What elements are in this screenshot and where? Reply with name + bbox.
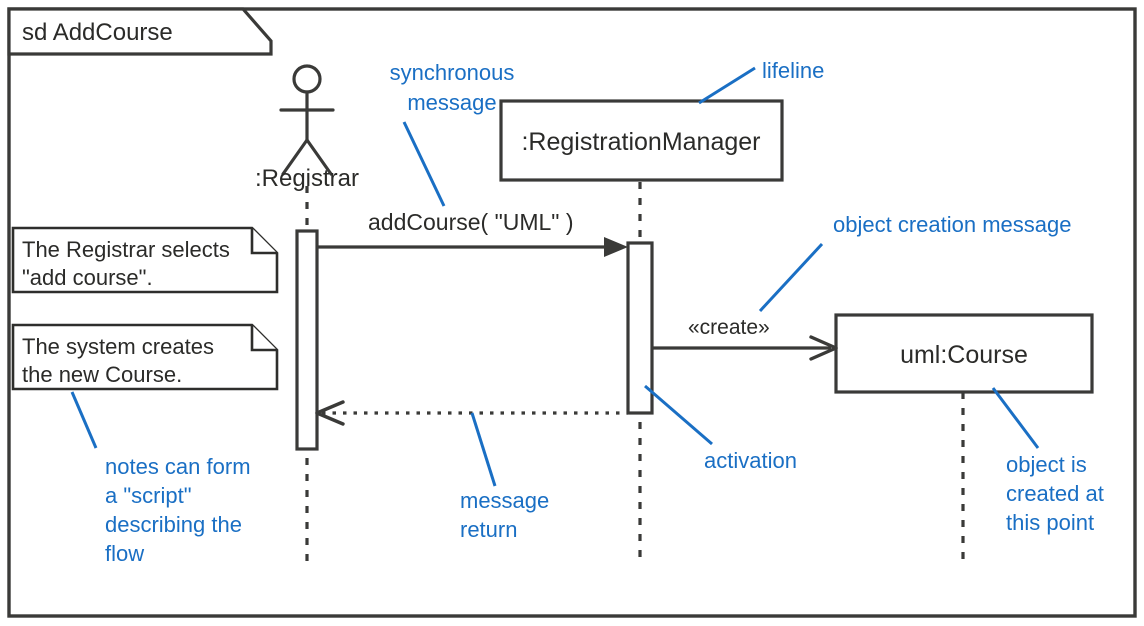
annotation-script-line-3: describing the <box>105 512 242 537</box>
note-body-1 <box>11 226 279 294</box>
note-body-2 <box>11 323 279 391</box>
annotation-activation: activation <box>644 384 797 473</box>
arrowhead-open-create <box>809 335 838 361</box>
annotation-activation-label: activation <box>704 448 797 473</box>
annotation-object-creation-label: object creation message <box>833 212 1071 237</box>
note-registrar-selects[interactable]: The Registrar selects "add course". <box>11 226 279 294</box>
note-fold-corner-1 <box>250 228 277 255</box>
message-label-create: «create» <box>688 316 770 339</box>
participant-label-uml-course: uml:Course <box>900 341 1028 369</box>
annotation-message-return: message return <box>460 412 549 542</box>
annotation-script-line-1: notes can form <box>105 454 251 479</box>
note-line-2b: the new Course. <box>22 362 182 387</box>
leader-line-message-return <box>470 412 497 487</box>
annotation-created-line-2: created at <box>1006 481 1104 506</box>
annotation-script-line-2: a "script" <box>105 483 192 508</box>
note-fold-corner-2 <box>250 325 277 352</box>
participant-registration-manager[interactable]: :RegistrationManager <box>499 99 784 182</box>
annotation-synchronous-message: synchronous message <box>390 60 515 207</box>
message-create[interactable]: «create» <box>652 316 838 361</box>
leader-line-object-creation <box>758 242 824 313</box>
activation-bar-registrar[interactable] <box>295 229 319 451</box>
activation-bars-group <box>295 229 654 451</box>
message-addcourse[interactable]: addCourse( "UML" ) <box>317 209 628 257</box>
message-return[interactable] <box>315 400 628 426</box>
leader-line-object-created <box>991 387 1040 449</box>
annotation-created-line-1: object is <box>1006 452 1087 477</box>
arrowhead-open-return <box>315 400 345 426</box>
annotation-return-line-1: message <box>460 488 549 513</box>
arrowhead-filled-addcourse <box>604 237 628 257</box>
participant-label-registrar: :Registrar <box>255 165 359 192</box>
participant-uml-course[interactable]: uml:Course <box>834 313 1094 394</box>
annotation-script-line-4: flow <box>105 541 144 566</box>
annotation-return-line-2: return <box>460 517 517 542</box>
note-line-2a: The system creates <box>22 334 214 359</box>
annotation-object-created-point: object is created at this point <box>991 387 1104 535</box>
note-system-creates[interactable]: The system creates the new Course. <box>11 323 279 391</box>
annotation-object-creation-message: object creation message <box>758 212 1071 313</box>
participant-registrar[interactable]: :Registrar <box>255 64 359 192</box>
object-box-uml-course <box>834 313 1094 394</box>
leader-line-notes-script <box>70 391 98 449</box>
annotation-created-line-3: this point <box>1006 510 1094 535</box>
actor-stick-figure-icon <box>279 64 335 176</box>
diagram-frame: sd AddCourse <box>7 7 1137 618</box>
annotation-sync-line-2: message <box>407 90 496 115</box>
lifelines-group <box>305 182 965 563</box>
participant-label-registration-manager: :RegistrationManager <box>521 128 760 156</box>
annotation-lifeline-label: lifeline <box>762 58 824 83</box>
annotation-notes-script: notes can form a "script" describing the… <box>70 391 251 566</box>
message-label-addcourse: addCourse( "UML" ) <box>368 209 574 235</box>
activation-bar-registration-manager[interactable] <box>626 241 654 415</box>
leader-line-sync-message <box>402 121 446 207</box>
frame-header-pentagon <box>7 7 273 56</box>
leader-line-activation <box>644 384 713 446</box>
frame-label: sd AddCourse <box>22 19 173 46</box>
annotation-lifeline: lifeline <box>698 58 824 105</box>
annotation-sync-line-1: synchronous <box>390 60 515 85</box>
note-line-1b: "add course". <box>22 265 153 290</box>
object-box-registration-manager <box>499 99 784 182</box>
leader-line-lifeline <box>698 66 756 105</box>
note-line-1a: The Registrar selects <box>22 237 230 262</box>
